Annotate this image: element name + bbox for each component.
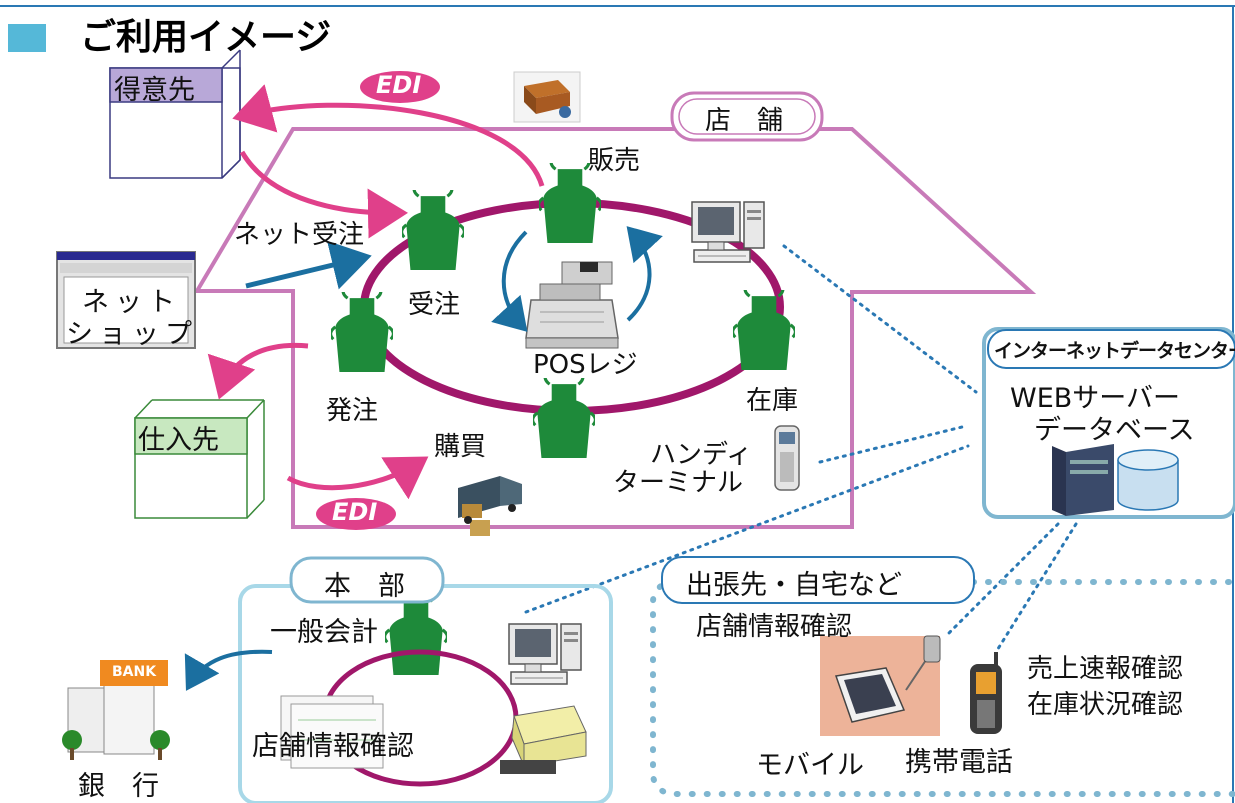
bank-label: 銀 行	[78, 771, 159, 802]
link-hq-datacenter	[524, 444, 970, 614]
remote-label-box	[661, 556, 975, 604]
remote-store-info-check-label: 店舗情報確認	[696, 612, 853, 642]
store-label-box	[670, 91, 824, 142]
stock-status-check-label: 在庫状況確認	[1027, 690, 1184, 720]
stock-label: 在庫	[746, 386, 799, 416]
database-icon	[1117, 449, 1179, 511]
server-icon	[1052, 444, 1114, 516]
web-server-label: WEBサーバー	[1010, 383, 1181, 414]
link-phone-datacenter	[994, 522, 1078, 654]
arrow-sales-to-customer	[232, 84, 545, 187]
mobile-label: モバイル	[756, 750, 864, 781]
hq-store-info-check-label: 店舗情報確認	[252, 731, 414, 762]
supplier-box	[134, 399, 265, 519]
page-title: ご利用イメージ	[80, 17, 332, 58]
edi-bottom-tag	[316, 498, 396, 530]
net-shop-window	[56, 251, 196, 349]
apron-order-receive-icon	[402, 190, 464, 272]
arrow-netshop-to-order	[245, 240, 372, 290]
store-outline	[193, 127, 1037, 529]
arrow-pos-right	[626, 226, 663, 322]
data-center-label: インターネットデータセンター	[994, 340, 1235, 362]
link-handy-datacenter	[818, 424, 968, 464]
arrow-order-to-supplier	[207, 342, 309, 400]
sales-label: 販売	[588, 146, 641, 176]
arrow-hq-to-bank	[184, 649, 273, 691]
data-center-label-box	[987, 329, 1235, 369]
handy-label-line1: ハンディ	[650, 440, 753, 470]
net-shop-label-line2: ショップ	[66, 319, 198, 350]
document-icon	[280, 695, 384, 769]
store-label: 店 舗	[705, 106, 784, 136]
phone-label: 携帯電話	[905, 747, 1013, 778]
printer-icon	[500, 705, 587, 774]
laptop-icon	[820, 635, 941, 736]
delivery-truck-icon	[458, 476, 522, 536]
bank-building-icon	[62, 660, 170, 760]
link-store-pc-datacenter	[782, 244, 978, 394]
remote-box	[650, 579, 1235, 797]
edi-top-label: EDI	[376, 71, 422, 99]
handy-label-line2: ターミナル	[613, 468, 744, 498]
mobile-phone-icon	[970, 652, 1002, 734]
hq-computer-icon	[508, 623, 582, 685]
apron-order-place-icon	[331, 292, 393, 374]
order-receive-label: 受注	[408, 290, 461, 320]
remote-label: 出張先・自宅など	[686, 570, 902, 601]
title-square-icon	[8, 24, 46, 52]
package-icon	[513, 71, 581, 123]
arrow-supplier-to-purchase	[286, 456, 429, 500]
pos-register-icon	[525, 261, 619, 349]
hq-label: 本 部	[324, 571, 405, 602]
apron-stock-icon	[733, 290, 795, 372]
edi-top-tag	[360, 71, 440, 103]
apron-purchase-icon	[533, 378, 595, 460]
purchase-label: 購買	[434, 432, 487, 462]
net-order-label: ネット受注	[234, 220, 365, 250]
arrow-pos-left	[491, 230, 528, 332]
order-place-label: 発注	[326, 396, 379, 426]
net-shop-label-line1: ネット	[82, 287, 181, 318]
sales-report-check-label: 売上速報確認	[1027, 654, 1184, 684]
supplier-label: 仕入先	[138, 425, 219, 456]
customer-box	[109, 49, 241, 179]
customer-label: 得意先	[114, 75, 195, 106]
database-label: データベース	[1034, 415, 1195, 446]
pos-label: POSレジ	[533, 350, 638, 380]
arrow-customer-to-order	[239, 150, 408, 239]
hq-label-box	[289, 556, 445, 604]
general-accounting-label: 一般会計	[270, 617, 378, 648]
handy-terminal-icon	[774, 425, 800, 491]
apron-hq-icon	[385, 595, 447, 677]
edi-bottom-label: EDI	[332, 498, 378, 526]
bank-sign-label: BANK	[112, 664, 157, 680]
